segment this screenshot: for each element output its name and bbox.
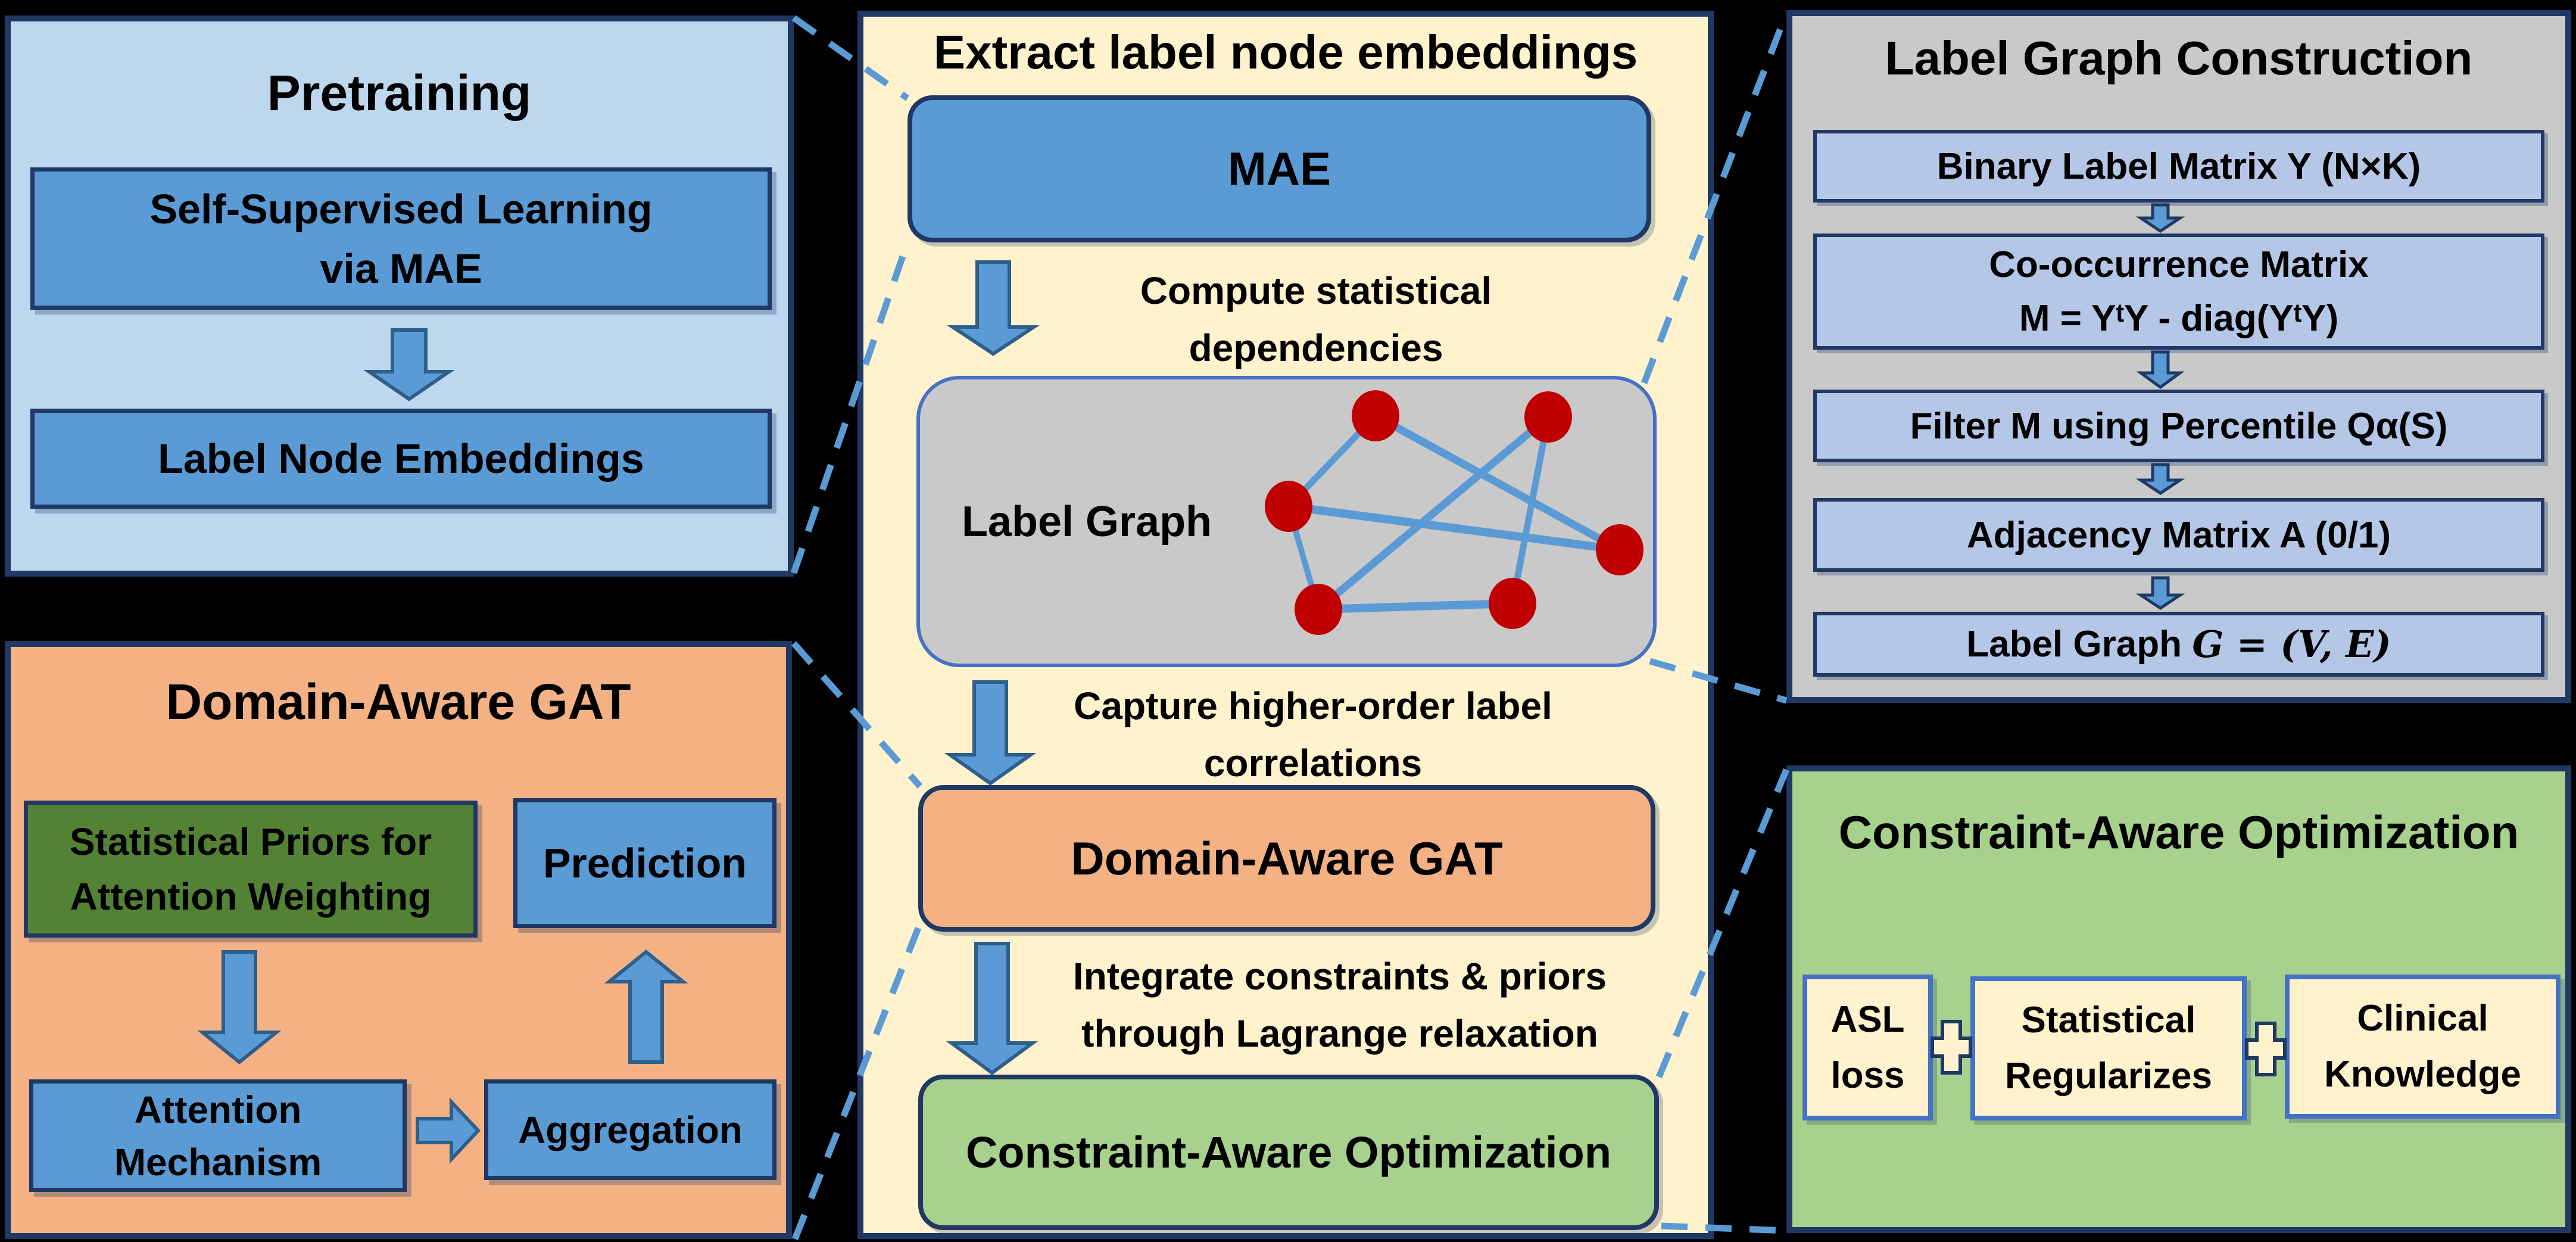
center-cao-label: Constraint-Aware Optimization — [965, 1128, 1612, 1177]
step-adjacency-matrix: Adjacency Matrix A (0/1) — [1813, 498, 2544, 572]
attention-line-1: Attention — [134, 1088, 302, 1131]
panel-constraint-optimization: Constraint-Aware Optimization ASL loss S… — [1786, 765, 2571, 1233]
statistical-regularizes-box: Statistical Regularizes — [1970, 976, 2247, 1120]
step-label-graph-result: Label Graph G = (V, E) — [1813, 612, 2544, 677]
asl-line-1: ASL — [1830, 998, 1905, 1040]
ssl-line-1: Self-Supervised Learning — [149, 185, 653, 232]
note1-line-2: dependencies — [1189, 326, 1443, 369]
graph-construction-title: Label Graph Construction — [1885, 32, 2473, 85]
step-binary-label-matrix: Binary Label Matrix Y (N×K) — [1813, 130, 2544, 203]
center-gat-label: Domain-Aware GAT — [1071, 832, 1503, 885]
constraint-aware-optimization-box: Constraint-Aware Optimization — [918, 1075, 1659, 1230]
step-filter-percentile: Filter M using Percentile Qα(S) — [1813, 390, 2544, 462]
panel-domain-aware-gat: Domain-Aware GAT Statistical Priors for … — [5, 641, 792, 1239]
note-integrate-constraints: Integrate constraints & priors through L… — [1024, 948, 1655, 1062]
statistical-priors-box: Statistical Priors for Attention Weighti… — [24, 801, 478, 938]
pretraining-title: Pretraining — [267, 65, 532, 121]
step4-label: Adjacency Matrix A (0/1) — [1966, 514, 2391, 556]
panel-label-graph-construction: Label Graph Construction Binary Label Ma… — [1786, 10, 2571, 703]
aggregation-label: Aggregation — [518, 1108, 743, 1151]
mae-box: MAE — [907, 95, 1651, 242]
clin-line-2: Knowledge — [2324, 1054, 2521, 1095]
note3-line-1: Integrate constraints & priors — [1072, 955, 1607, 998]
note2-line-1: Capture higher-order label — [1074, 684, 1552, 727]
reg-line-2: Regularizes — [2004, 1056, 2213, 1097]
label-node-embeddings-label: Label Node Embeddings — [158, 435, 644, 482]
ssl-line-2: via MAE — [320, 245, 482, 292]
prediction-label: Prediction — [542, 840, 747, 886]
domain-gat-title: Domain-Aware GAT — [166, 674, 631, 730]
mae-label: MAE — [1227, 142, 1331, 195]
reg-line-1: Statistical — [2021, 1000, 2196, 1041]
step5-prefix: Label Graph — [1966, 624, 2182, 665]
note2-line-2: correlations — [1203, 742, 1423, 785]
aggregation-box: Aggregation — [484, 1079, 776, 1180]
prediction-box: Prediction — [513, 798, 776, 928]
clin-line-1: Clinical — [2357, 998, 2488, 1039]
attention-line-2: Mechanism — [114, 1140, 322, 1184]
label-graph-label: Label Graph — [961, 497, 1212, 546]
note1-line-1: Compute statistical — [1140, 269, 1492, 312]
self-supervised-learning-box: Self-Supervised Learning via MAE — [30, 167, 772, 310]
step2-line-2: M = YᵗY - diag(YᵗY) — [2019, 297, 2339, 339]
domain-aware-gat-box: Domain-Aware GAT — [918, 785, 1655, 932]
center-title: Extract label node embeddings — [933, 26, 1638, 79]
asl-line-2: loss — [1830, 1054, 1905, 1096]
step1-label: Binary Label Matrix Y (N×K) — [1936, 145, 2421, 187]
label-graph-box: Label Graph — [916, 376, 1657, 667]
step3-label: Filter M using Percentile Qα(S) — [1910, 405, 2448, 447]
step-cooccurrence-matrix: Co-occurrence Matrix M = YᵗY - diag(YᵗY) — [1813, 234, 2544, 350]
step2-line-1: Co-occurrence Matrix — [1989, 244, 2369, 285]
priors-line-2: Attention Weighting — [70, 875, 432, 918]
panel-extract-embeddings: Extract label node embeddings MAE Comput… — [857, 11, 1714, 1239]
panel-pretraining: Pretraining Self-Supervised Learning via… — [5, 15, 794, 577]
attention-mechanism-box: Attention Mechanism — [29, 1079, 407, 1192]
constraint-opt-title: Constraint-Aware Optimization — [1838, 806, 2519, 858]
priors-line-1: Statistical Priors for — [69, 820, 432, 863]
note3-line-2: through Lagrange relaxation — [1081, 1012, 1598, 1055]
note-capture-correlations: Capture higher-order label correlations — [1015, 677, 1611, 792]
note-compute-statistical: Compute statistical dependencies — [1048, 262, 1584, 376]
asl-loss-box: ASL loss — [1802, 975, 1933, 1120]
step5-formula: G = (V, E) — [2192, 622, 2391, 666]
label-node-embeddings-box: Label Node Embeddings — [30, 409, 772, 509]
clinical-knowledge-box: Clinical Knowledge — [2285, 975, 2561, 1119]
